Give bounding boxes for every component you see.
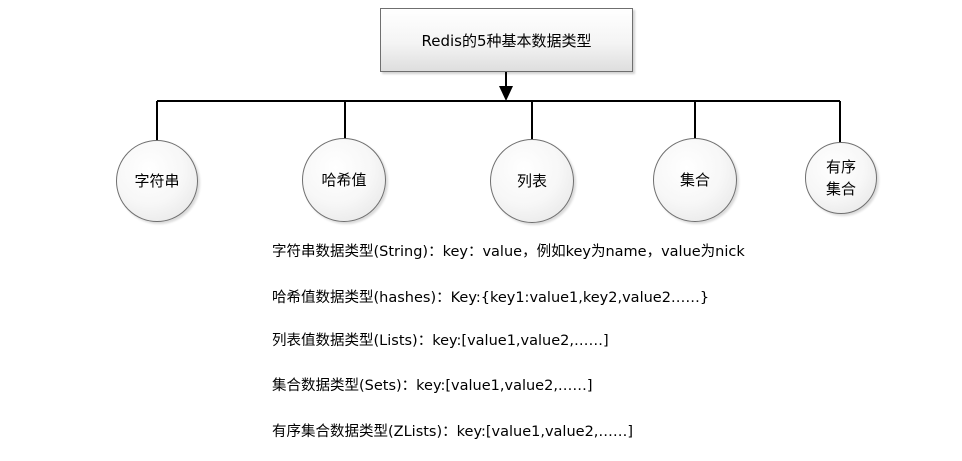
desc-string: 字符串数据类型(String)：key：value，例如key为name，val… bbox=[272, 244, 745, 260]
node-sorted-set: 有序 集合 bbox=[805, 142, 877, 214]
node-string-label: 字符串 bbox=[134, 172, 180, 190]
desc-sets: 集合数据类型(Sets)：key:[value1,value2,……] bbox=[272, 378, 593, 394]
node-list: 列表 bbox=[490, 139, 574, 223]
root-node-box: Redis的5种基本数据类型 bbox=[380, 8, 633, 72]
node-set: 集合 bbox=[653, 138, 737, 222]
node-list-label: 列表 bbox=[516, 172, 547, 190]
node-hash-label: 哈希值 bbox=[321, 171, 367, 189]
node-set-label: 集合 bbox=[679, 171, 710, 189]
down-arrow-icon bbox=[499, 86, 513, 101]
node-hash: 哈希值 bbox=[302, 138, 386, 222]
node-sorted-set-label: 有序 集合 bbox=[825, 158, 856, 198]
desc-zlists: 有序集合数据类型(ZLists)：key:[value1,value2,……] bbox=[272, 424, 634, 440]
root-node-label: Redis的5种基本数据类型 bbox=[421, 31, 592, 50]
desc-lists: 列表值数据类型(Lists)：key:[value1,value2,……] bbox=[272, 333, 609, 349]
node-string: 字符串 bbox=[116, 140, 198, 222]
desc-hashes: 哈希值数据类型(hashes)：Key:{key1:value1,key2,va… bbox=[272, 290, 710, 306]
